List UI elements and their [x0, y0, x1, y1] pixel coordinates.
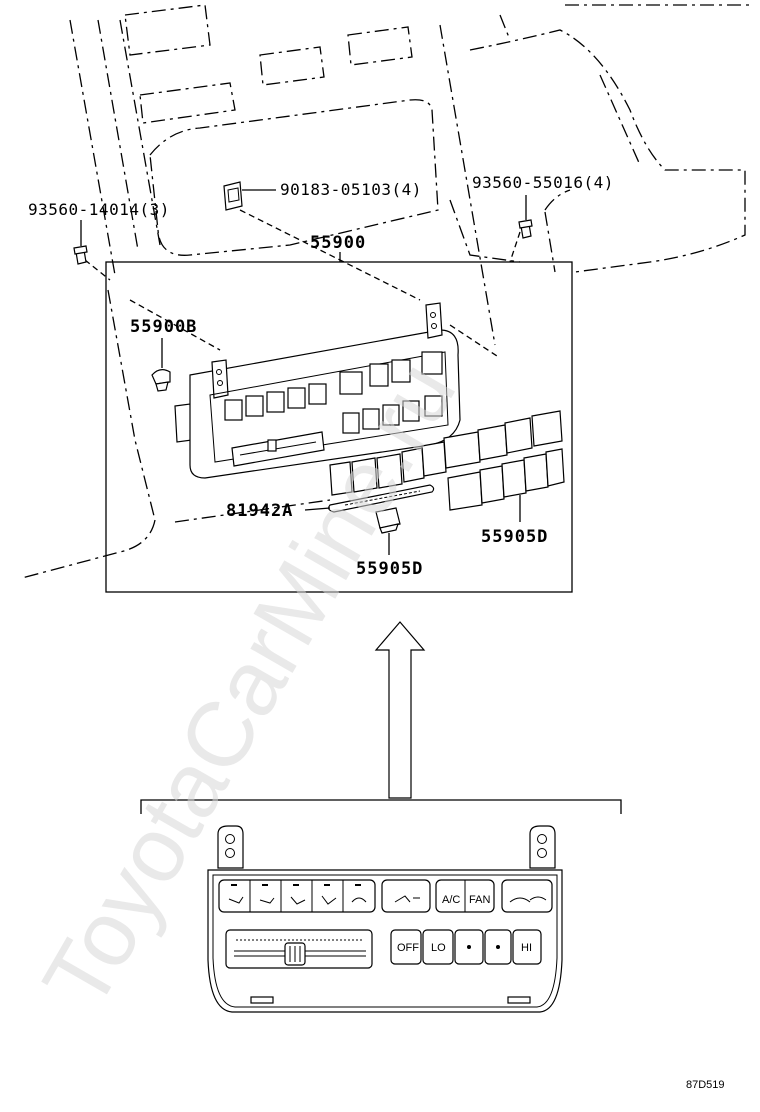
label-bracket: 55900B	[130, 317, 197, 337]
svg-text:A/C: A/C	[442, 894, 460, 906]
arrow-up-icon	[374, 621, 426, 799]
svg-text:OFF: OFF	[397, 942, 419, 954]
dashboard-outline	[21, 4, 750, 579]
heater-control-assembly	[174, 302, 461, 479]
svg-text:FAN: FAN	[469, 894, 490, 906]
label-screw-left: 93560-14014(3)	[28, 200, 170, 219]
label-clip: 90183-05103(4)	[280, 180, 422, 199]
figure-code: 87D519	[686, 1079, 725, 1091]
control-panel-front-view: A/C FAN OFF LO HI	[207, 825, 563, 1013]
screw-right-icon	[518, 195, 533, 239]
screw-left-icon	[73, 220, 88, 265]
label-buttons: 55905D	[481, 527, 548, 547]
svg-text:LO: LO	[431, 942, 446, 954]
push-clip	[151, 338, 171, 392]
clip-icon	[223, 181, 276, 211]
knob-plate	[304, 484, 435, 513]
panel-bracket	[140, 799, 622, 814]
svg-text:HI: HI	[521, 942, 532, 954]
label-knob: 55905D	[356, 559, 423, 579]
slide-knob	[375, 507, 401, 555]
detail-box	[105, 261, 573, 593]
button-caps	[329, 410, 565, 511]
label-knob-plate: 81942A	[226, 501, 293, 521]
label-screw-right: 93560-55016(4)	[472, 173, 614, 192]
label-assembly: 55900	[310, 233, 366, 253]
